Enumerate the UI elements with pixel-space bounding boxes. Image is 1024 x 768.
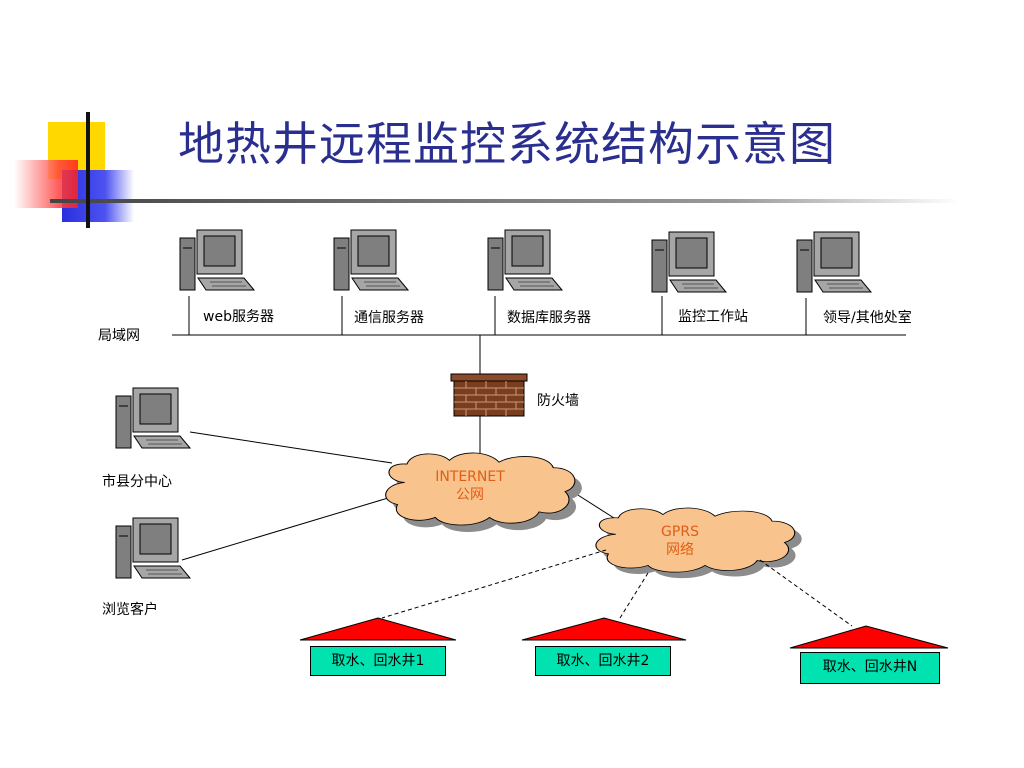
brick-wall-icon xyxy=(450,373,528,417)
city-center-computer-icon xyxy=(115,387,191,449)
lan-label: 局域网 xyxy=(98,328,140,344)
gprs-well1-link xyxy=(381,549,607,619)
title-underline xyxy=(50,199,960,203)
firewall-label: 防火墙 xyxy=(537,393,579,409)
city-center-link xyxy=(189,431,393,464)
lan-node-label: 监控工作站 xyxy=(678,309,748,325)
gprs-wellN-link xyxy=(759,559,853,627)
gprs-cloud-subtitle: 网络 xyxy=(666,542,694,558)
browser-client-computer-icon xyxy=(115,517,191,579)
web-server-computer-icon xyxy=(179,229,255,291)
lan-node-label: 数据库服务器 xyxy=(507,310,591,326)
wellN-roof-icon xyxy=(789,625,949,649)
gprs-cloud-title: GPRS xyxy=(661,524,699,540)
gprs-well2-link xyxy=(619,572,649,619)
internet-cloud-label: INTERNET 公网 xyxy=(412,468,528,504)
well-n-box: 取水、回水井N xyxy=(800,652,940,684)
well2-roof-icon xyxy=(521,617,687,641)
internet-cloud-title: INTERNET xyxy=(435,469,505,485)
monitor-station-computer-icon xyxy=(651,231,727,293)
browser-client-link xyxy=(181,494,399,561)
well1-roof-icon xyxy=(299,617,457,641)
browser-client-label: 浏览客户 xyxy=(102,602,158,618)
leader-office-computer-icon xyxy=(796,231,872,293)
well-1-box: 取水、回水井1 xyxy=(310,646,446,676)
city-center-label: 市县分中心 xyxy=(102,474,172,490)
lan-node-label: 通信服务器 xyxy=(354,310,424,326)
comm-server-computer-icon xyxy=(333,229,409,291)
page-title: 地热井远程监控系统结构示意图 xyxy=(178,117,836,171)
vertical-bar xyxy=(86,112,90,228)
well-2-box: 取水、回水井2 xyxy=(535,646,671,676)
gprs-cloud-label: GPRS 网络 xyxy=(622,523,738,559)
db-server-computer-icon xyxy=(487,229,563,291)
lan-node-label: web服务器 xyxy=(203,309,274,325)
lan-node-label: 领导/其他处室 xyxy=(823,310,912,326)
internet-cloud-subtitle: 公网 xyxy=(456,487,484,503)
